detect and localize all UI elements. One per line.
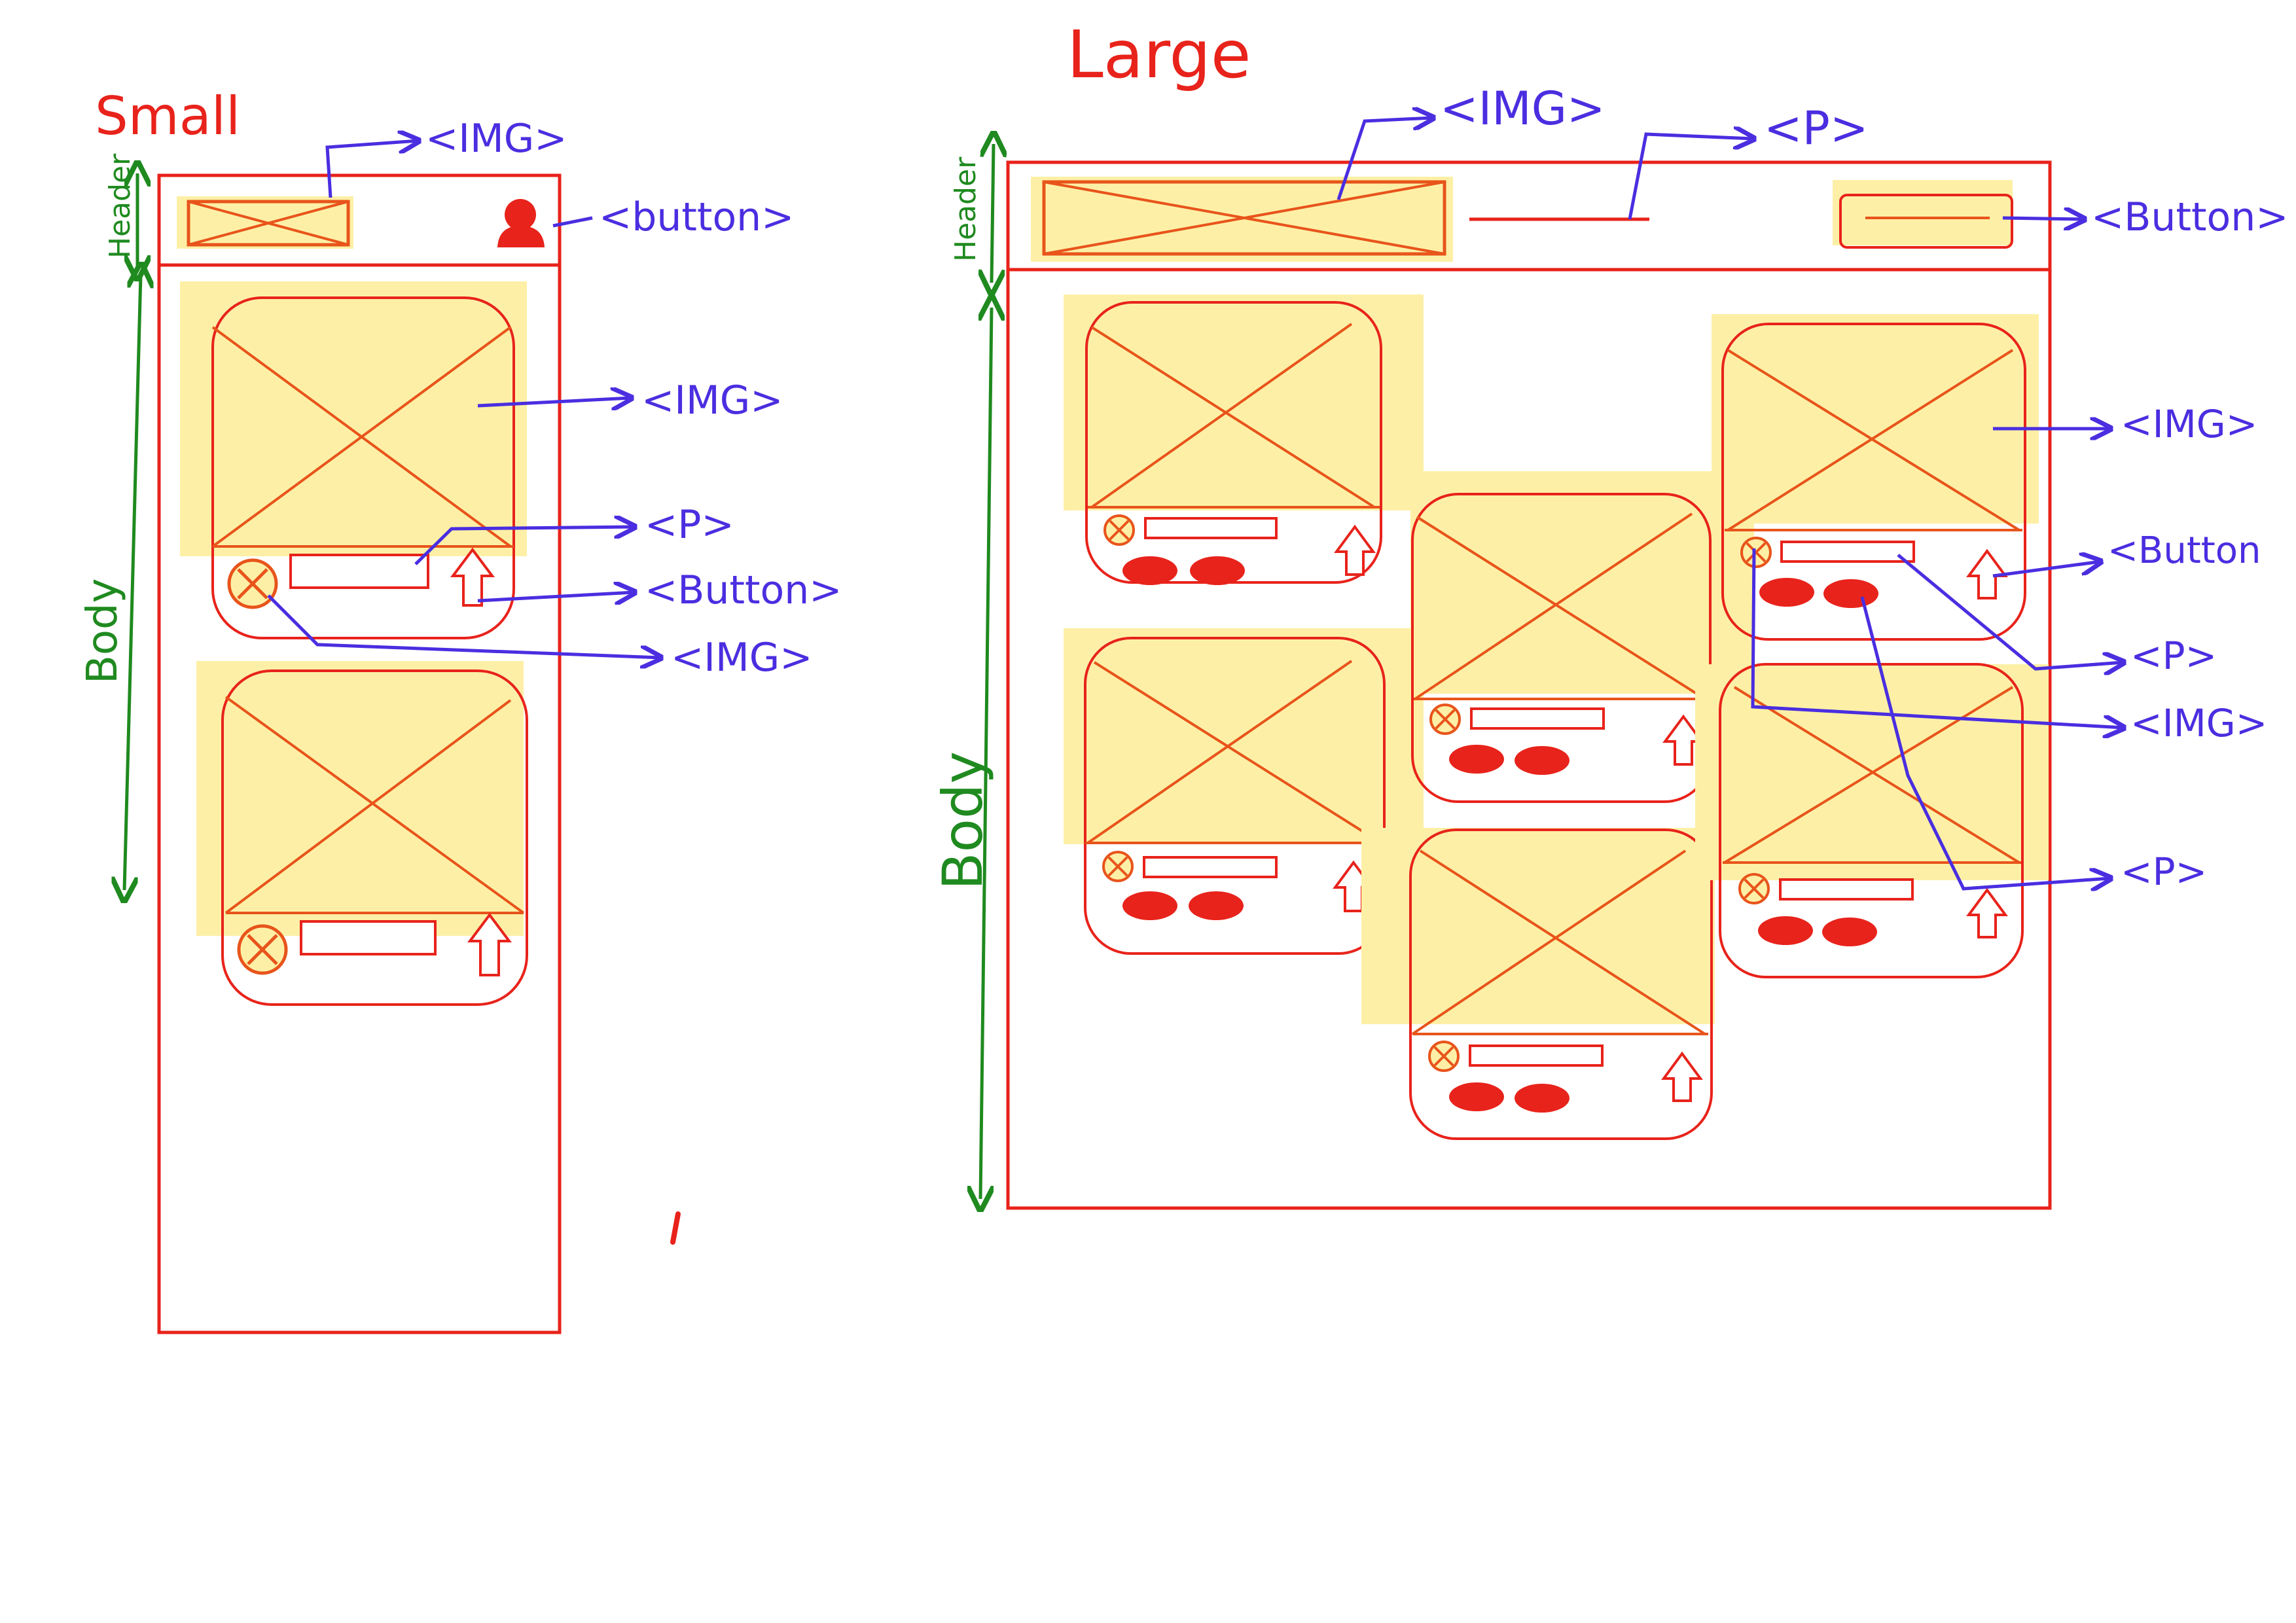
close-icon	[1102, 851, 1134, 882]
large-header-button[interactable]	[1833, 180, 2013, 249]
large-header-button-pointer	[2002, 218, 2085, 219]
small-card-button-pointer	[477, 592, 635, 601]
small-header-logo-image	[177, 196, 353, 249]
large-header-extent	[992, 144, 994, 283]
reaction-blobs	[1449, 745, 1570, 775]
large-body-extent	[980, 308, 992, 1199]
large-card	[1064, 628, 1424, 955]
reaction-blobs	[1122, 556, 1245, 585]
reaction-blobs	[1759, 578, 1878, 608]
close-icon	[227, 558, 278, 609]
large-frame	[1006, 160, 2052, 1210]
small-card-img-label: <IMG>	[641, 378, 783, 423]
large-card-icon-pointer	[1751, 548, 2124, 728]
stray-mark	[670, 1211, 681, 1245]
close-icon	[1740, 537, 1772, 568]
close-icon	[1429, 704, 1461, 735]
card-text-placeholder	[1143, 856, 1278, 878]
small-header-img-label: <IMG>	[425, 116, 567, 162]
small-title: Small	[95, 86, 240, 147]
small-header-user-button[interactable]	[497, 199, 545, 247]
large-header-p-label: <P>	[1764, 101, 1869, 155]
upload-arrow-icon[interactable]	[467, 912, 512, 976]
upload-arrow-icon[interactable]	[1334, 524, 1376, 576]
small-body-section-label: Body	[79, 578, 127, 684]
large-header-button-label: <Button>	[2091, 194, 2289, 240]
small-header-button-label: <button>	[599, 194, 794, 240]
small-card	[180, 281, 527, 639]
large-card-img-label: <IMG>	[2121, 402, 2257, 446]
close-icon	[237, 924, 288, 975]
upload-arrow-icon[interactable]	[1966, 887, 2008, 938]
card-text-placeholder	[1144, 517, 1278, 539]
small-card	[196, 661, 528, 1006]
small-card-p-pointer	[414, 527, 635, 565]
large-body-section-label: Body	[931, 751, 995, 890]
large-card	[1695, 663, 2049, 978]
large-card-p2-pointer	[1860, 596, 2111, 889]
small-card-button-label: <Button>	[645, 567, 842, 613]
large-header-logo-image	[1031, 177, 1453, 262]
small-card-img-pointer	[477, 398, 632, 406]
small-card-icon-pointer	[267, 594, 661, 658]
reaction-blobs	[1122, 891, 1244, 920]
card-text-placeholder	[1469, 1044, 1604, 1067]
reaction-blobs	[1449, 1082, 1570, 1113]
small-header-img-pointer	[325, 141, 419, 198]
large-header-img-pointer	[1336, 118, 1433, 200]
card-text-placeholder	[1470, 707, 1605, 730]
small-card-p-label: <P>	[645, 502, 734, 548]
upload-arrow-icon[interactable]	[1661, 1051, 1703, 1102]
large-card	[1361, 828, 1715, 1140]
large-title: Large	[1067, 16, 1251, 93]
large-card-p2-label: <P>	[2121, 849, 2207, 894]
card-text-placeholder	[1779, 878, 1914, 901]
card-text-placeholder	[300, 920, 437, 955]
small-body-extent	[124, 275, 141, 890]
small-frame	[157, 173, 562, 1334]
large-card-p-label: <P>	[2130, 633, 2217, 678]
large-card	[1410, 471, 1754, 803]
small-card-icon-label: <IMG>	[671, 635, 813, 681]
large-card	[1712, 314, 2039, 641]
close-icon	[1103, 514, 1135, 546]
large-card-button-pointer	[1992, 562, 2101, 578]
large-header-img-label: <IMG>	[1440, 82, 1605, 135]
small-header-button-pointer	[552, 216, 593, 228]
large-card	[1064, 294, 1424, 585]
large-header-p-pointer	[1628, 134, 1754, 220]
large-header-section-label: Header	[949, 156, 982, 262]
large-card-p-pointer	[1897, 554, 2124, 669]
large-card-button-label: <Button	[2108, 529, 2261, 572]
card-text-placeholder	[1780, 541, 1915, 563]
card-text-placeholder	[289, 554, 429, 589]
close-icon	[1428, 1041, 1460, 1072]
close-icon	[1738, 873, 1770, 904]
reaction-blobs	[1758, 916, 1877, 946]
large-card-icon-label: <IMG>	[2130, 701, 2267, 745]
upload-arrow-icon[interactable]	[450, 547, 495, 607]
small-header-section-label: Header	[103, 153, 137, 259]
